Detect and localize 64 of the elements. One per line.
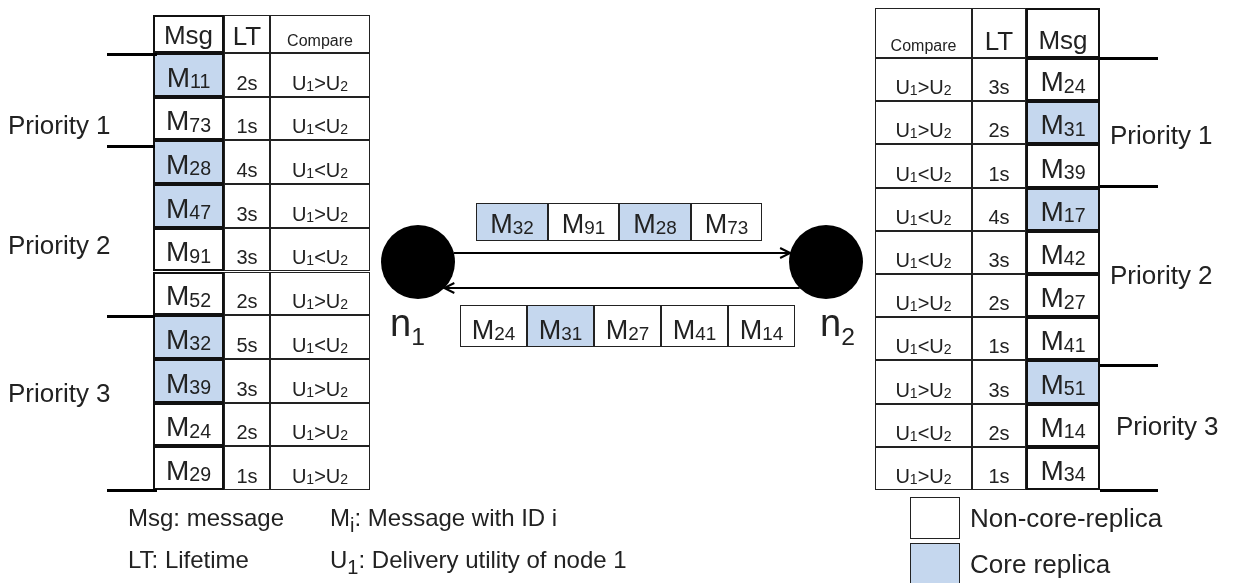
arrow [452,247,792,259]
priority-label: Priority 1 [8,112,111,138]
key-text: Msg: message [128,506,285,530]
table-cell: U$_{1}$<U$_{2}$ [270,96,370,141]
table-cell: U$_{1}$>U$_{2}$ [270,402,370,447]
table-cell: U$_{1}$<U$_{2}$ [270,140,370,185]
node-circle [789,225,863,299]
table-cell: 4s [972,187,1026,231]
table-cell: 1s [224,446,270,490]
table-cell: U$_{1}$>U$_{2}$ [875,101,972,145]
table-cell: U$_{1}$<U$_{2}$ [875,144,972,188]
table-cell: 4s [224,140,270,185]
table-cell: 1s [972,144,1026,188]
table-cell: U$_{1}$<U$_{2}$ [875,230,972,274]
priority-label: Priority 3 [1116,413,1219,439]
table-cell: 1s [972,446,1026,490]
column-header: Msg [153,15,224,53]
arrow [443,282,801,294]
column-header: Compare [270,15,370,53]
table-cell: 3s [972,360,1026,404]
priority-label: Priority 3 [8,380,111,406]
table-cell: U$_{1}$<U$_{2}$ [875,187,972,231]
table-cell: 2s [972,403,1026,447]
table-cell: 2s [224,271,270,316]
node-label: n$_{1}$ [390,304,425,350]
table-cell: U$_{1}$<U$_{2}$ [875,317,972,361]
priority-label: Priority 2 [1110,262,1213,288]
priority-label: Priority 1 [1110,122,1213,148]
table-cell: U$_{1}$<U$_{2}$ [270,227,370,272]
table-cell: 2s [972,274,1026,318]
table-cell: 1s [224,96,270,141]
node-label: n$_{2}$ [820,304,855,350]
table-cell: U$_{1}$>U$_{2}$ [270,53,370,97]
column-header: LT [972,8,1026,58]
column-header: Msg [1026,8,1100,58]
priority-label: Priority 2 [8,232,111,258]
node-circle [381,225,455,299]
key-text: M$_{i}$: Message with ID i [330,506,558,535]
table-cell: 2s [224,53,270,97]
table-cell: 3s [224,227,270,272]
table-cell: 3s [224,358,270,403]
table-cell: U$_{1}$>U$_{2}$ [270,184,370,228]
key-text: U$_{1}$: Delivery utility of node 1 [330,548,627,577]
column-header: LT [224,15,270,53]
table-cell: 1s [972,317,1026,361]
legend-text: Non-core-replica [970,505,1163,531]
table-cell: U$_{1}$>U$_{2}$ [270,446,370,490]
table-cell: 3s [224,184,270,228]
table-cell: U$_{1}$>U$_{2}$ [875,446,972,490]
table-cell: U$_{1}$<U$_{2}$ [270,315,370,359]
column-header: Compare [875,8,972,58]
table-cell: 2s [224,402,270,447]
table-cell: U$_{1}$>U$_{2}$ [270,271,370,316]
table-cell: U$_{1}$>U$_{2}$ [875,274,972,318]
table-cell: U$_{1}$>U$_{2}$ [270,358,370,403]
table-cell: 3s [972,230,1026,274]
legend-text: Core replica [970,551,1111,577]
table-cell: 2s [972,101,1026,145]
table-cell: U$_{1}$>U$_{2}$ [875,58,972,102]
table-cell: 3s [972,58,1026,102]
key-text: LT: Lifetime [128,548,249,572]
table-cell: U$_{1}$>U$_{2}$ [875,360,972,404]
table-cell: 5s [224,315,270,359]
table-cell: U$_{1}$<U$_{2}$ [875,403,972,447]
